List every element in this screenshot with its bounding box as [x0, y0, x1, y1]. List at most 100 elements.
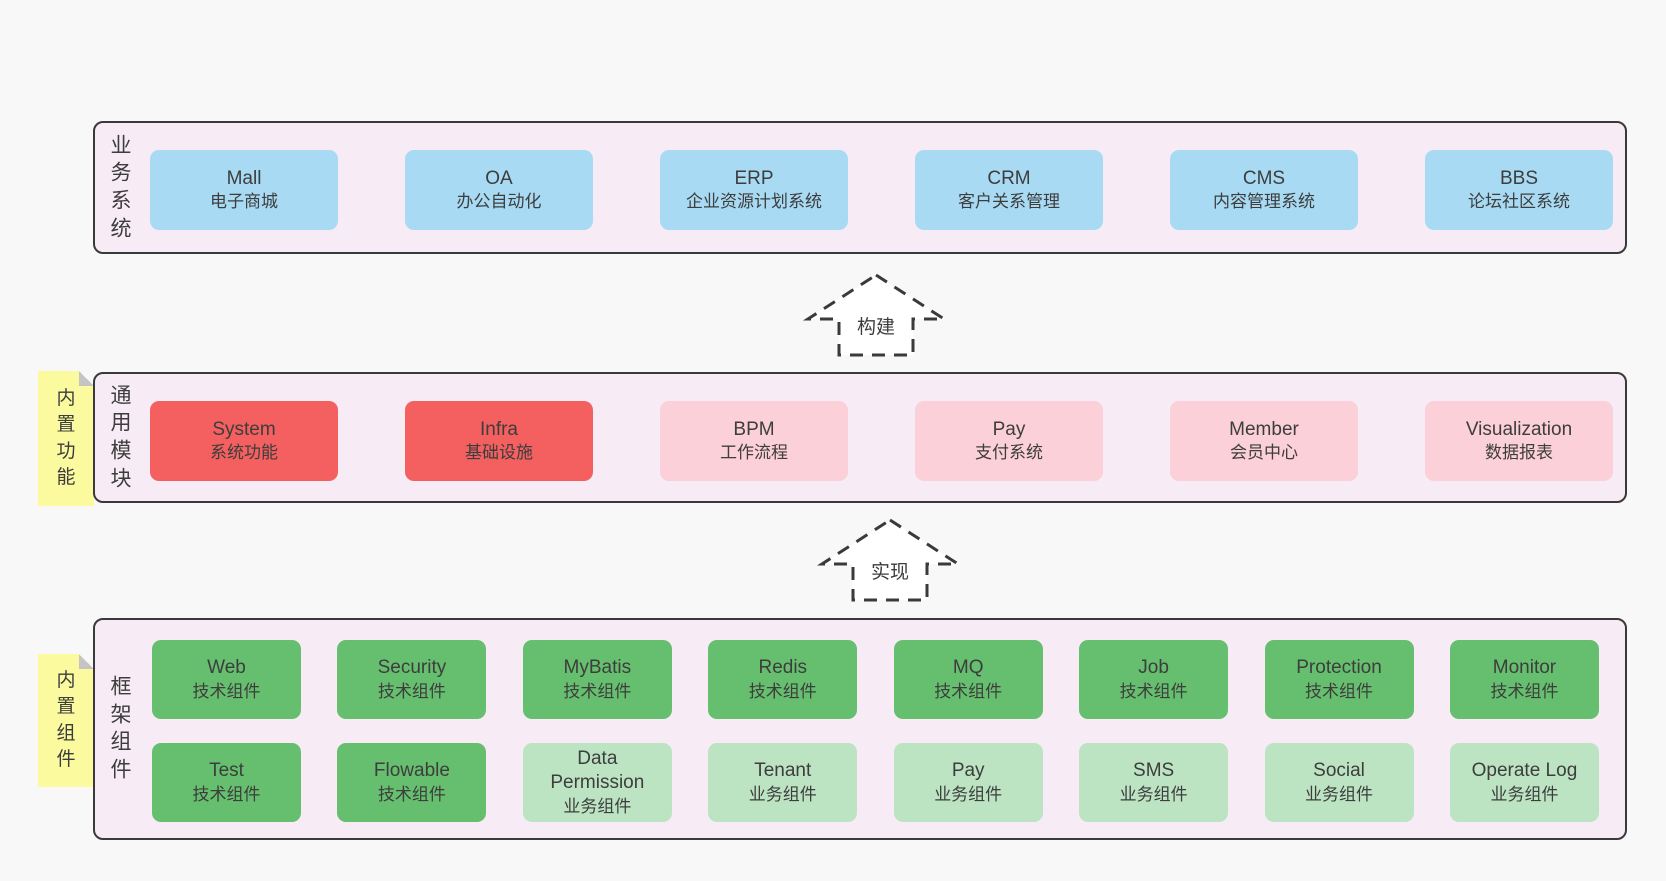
box-title: Monitor: [1492, 657, 1557, 679]
box-title: Data Permission: [550, 748, 645, 794]
note-fold-corner-icon: [79, 371, 94, 386]
box-title: Tenant: [754, 760, 812, 782]
box-bbs: BBS 论坛社区系统: [1425, 150, 1613, 230]
layer-common-modules-label: 通用模块: [110, 384, 132, 491]
box-title: Redis: [758, 657, 808, 679]
box-pay-module: Pay 支付系统: [915, 401, 1103, 481]
box-title: Social: [1313, 760, 1365, 782]
box-title: SMS: [1133, 760, 1175, 782]
box-subtitle: 技术组件: [1490, 681, 1559, 701]
box-mall: Mall 电子商城: [150, 150, 338, 230]
box-subtitle: 客户关系管理: [958, 192, 1060, 212]
box-subtitle: 会员中心: [1230, 443, 1298, 463]
box-member: Member 会员中心: [1170, 401, 1358, 481]
box-title: BPM: [733, 418, 775, 440]
box-title: Web: [207, 657, 246, 679]
box-subtitle: 技术组件: [934, 681, 1003, 701]
box-subtitle: 技术组件: [1119, 681, 1188, 701]
box-subtitle: 基础设施: [465, 443, 533, 463]
box-subtitle: 业务组件: [748, 784, 817, 804]
box-bpm: BPM 工作流程: [660, 401, 848, 481]
layer-business-systems-label: 业务系统: [110, 134, 132, 241]
box-subtitle: 技术组件: [377, 681, 446, 701]
note-fold-corner-icon: [79, 654, 94, 669]
box-subtitle: 系统功能: [210, 443, 278, 463]
box-subtitle: 业务组件: [1305, 784, 1374, 804]
box-title: System: [212, 418, 276, 440]
box-title: Pay: [951, 760, 985, 782]
box-mq: MQ 技术组件: [893, 640, 1043, 719]
builtin-feature-note-label: 内置功能: [56, 388, 76, 488]
box-subtitle: 支付系统: [975, 443, 1043, 463]
box-subtitle: 业务组件: [563, 796, 632, 816]
box-cms: CMS 内容管理系统: [1170, 150, 1358, 230]
box-subtitle: 业务组件: [1119, 784, 1188, 804]
box-title: MyBatis: [563, 657, 632, 679]
box-subtitle: 论坛社区系统: [1468, 192, 1570, 212]
box-subtitle: 企业资源计划系统: [686, 192, 822, 212]
box-redis: Redis 技术组件: [708, 640, 858, 719]
box-subtitle: 办公自动化: [456, 192, 542, 212]
box-visualization: Visualization 数据报表: [1425, 401, 1613, 481]
box-subtitle: 技术组件: [748, 681, 817, 701]
box-tenant: Tenant 业务组件: [708, 743, 858, 822]
builtin-component-note-label: 内置组件: [56, 670, 76, 770]
box-infra: Infra 基础设施: [405, 401, 593, 481]
framework-box-row-2: Test 技术组件 Flowable 技术组件 Data Permission …: [152, 743, 1599, 822]
box-erp: ERP 企业资源计划系统: [660, 150, 848, 230]
builtin-feature-note: 内置功能: [38, 371, 94, 506]
box-title: ERP: [734, 167, 774, 189]
box-title: CMS: [1242, 167, 1286, 189]
box-subtitle: 技术组件: [192, 784, 261, 804]
box-title: MQ: [952, 657, 984, 679]
box-title: Test: [209, 760, 244, 782]
box-title: OA: [485, 167, 513, 189]
box-protection: Protection 技术组件: [1264, 640, 1414, 719]
box-social: Social 业务组件: [1264, 743, 1414, 822]
box-system: System 系统功能: [150, 401, 338, 481]
box-monitor: Monitor 技术组件: [1449, 640, 1599, 719]
layer-business-systems: 业务系统 Mall 电子商城 OA 办公自动化 ERP 企业资源计划系统 CRM…: [93, 121, 1627, 254]
layer-framework-components-label: 框架组件: [110, 675, 132, 782]
implement-arrow-label: 实现: [871, 561, 909, 583]
box-title: CRM: [987, 167, 1031, 189]
box-subtitle: 技术组件: [1305, 681, 1374, 701]
box-subtitle: 电子商城: [210, 192, 278, 212]
box-web: Web 技术组件: [152, 640, 301, 719]
implement-arrow: 实现: [816, 518, 964, 602]
box-title: Member: [1229, 418, 1299, 440]
framework-box-row-1: Web 技术组件 Security 技术组件 MyBatis 技术组件 Redi…: [152, 640, 1599, 719]
box-subtitle: 技术组件: [563, 681, 632, 701]
box-data-permission: Data Permission 业务组件: [522, 743, 672, 822]
box-title: Visualization: [1465, 418, 1573, 440]
box-flowable: Flowable 技术组件: [337, 743, 487, 822]
box-title: Pay: [992, 418, 1026, 440]
box-subtitle: 数据报表: [1485, 443, 1553, 463]
modules-box-row: System 系统功能 Infra 基础设施 BPM 工作流程 Pay 支付系统…: [150, 401, 1613, 481]
box-mybatis: MyBatis 技术组件: [522, 640, 672, 719]
arrow-label-bg: [862, 558, 918, 585]
build-arrow: 构建: [802, 273, 950, 357]
build-arrow-label: 构建: [857, 316, 895, 338]
box-title: BBS: [1499, 167, 1539, 189]
business-box-row: Mall 电子商城 OA 办公自动化 ERP 企业资源计划系统 CRM 客户关系…: [150, 150, 1613, 230]
box-sms: SMS 业务组件: [1079, 743, 1229, 822]
layer-common-modules: 通用模块 System 系统功能 Infra 基础设施 BPM 工作流程 Pay…: [93, 372, 1627, 503]
builtin-component-note: 内置组件: [38, 654, 94, 787]
box-pay-component: Pay 业务组件: [893, 743, 1043, 822]
box-security: Security 技术组件: [337, 640, 487, 719]
arrow-label-bg: [848, 313, 904, 340]
box-subtitle: 工作流程: [720, 443, 788, 463]
box-subtitle: 业务组件: [1490, 784, 1559, 804]
box-oa: OA 办公自动化: [405, 150, 593, 230]
box-title: Security: [377, 657, 447, 679]
box-subtitle: 内容管理系统: [1213, 192, 1315, 212]
box-test: Test 技术组件: [152, 743, 301, 822]
box-subtitle: 业务组件: [934, 784, 1003, 804]
box-crm: CRM 客户关系管理: [915, 150, 1103, 230]
box-subtitle: 技术组件: [192, 681, 261, 701]
box-title: Flowable: [373, 760, 450, 782]
box-title: Mall: [226, 167, 262, 189]
box-subtitle: 技术组件: [377, 784, 446, 804]
